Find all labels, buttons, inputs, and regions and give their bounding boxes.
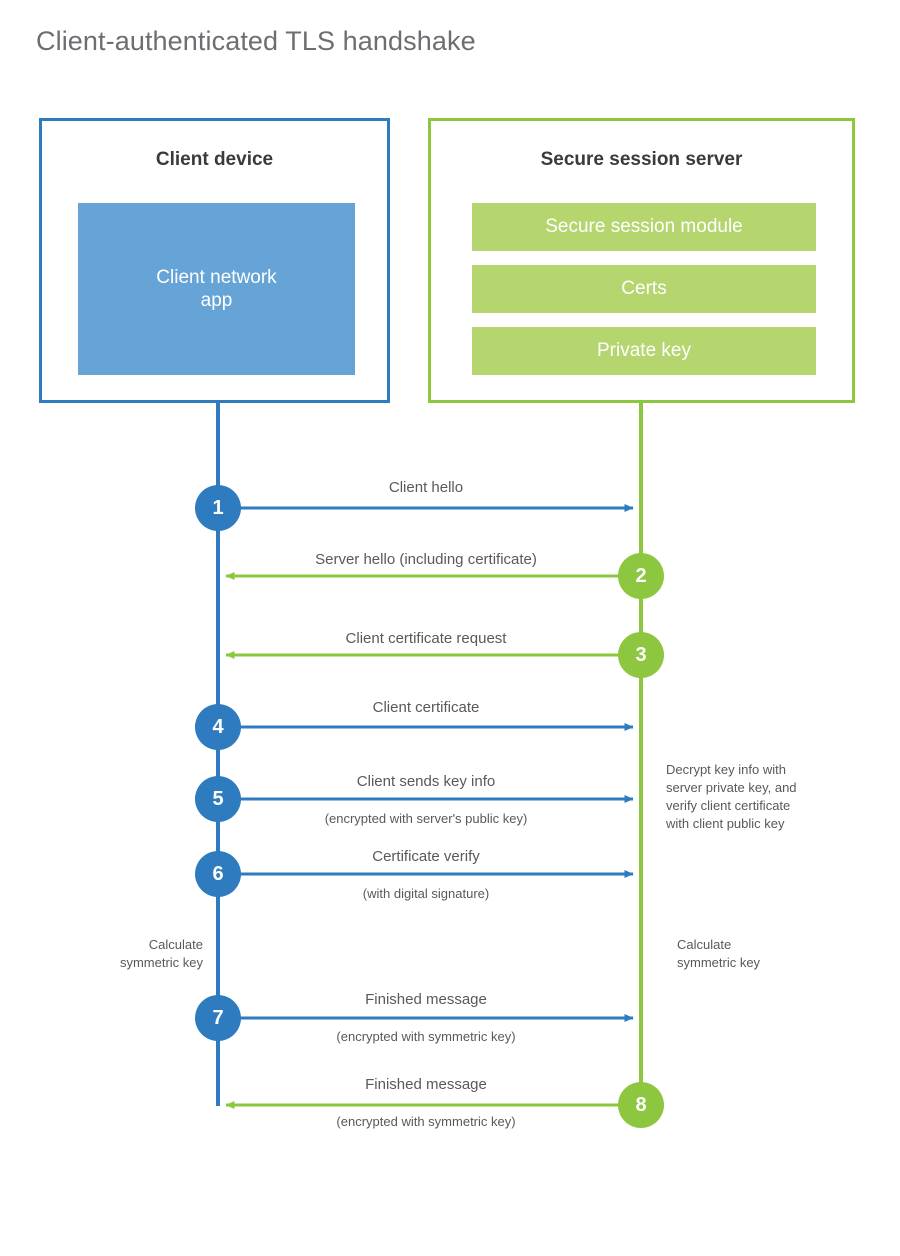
message-label-7: Finished message [365,991,487,1008]
step-marker-4[interactable]: 4 [195,704,241,750]
step-number: 2 [635,565,647,587]
message-sublabel-8: (encrypted with symmetric key) [336,1114,516,1129]
message-label-2: Server hello (including certificate) [315,551,537,568]
message-sublabel-7: (encrypted with symmetric key) [336,1029,516,1044]
message-label-6: Certificate verify [372,848,480,865]
step-number: 8 [635,1094,647,1116]
server-module-block-certs: Certs [472,265,816,313]
step-number: 7 [212,1007,224,1029]
secure-session-server-title: Secure session server [540,149,743,170]
message-label-8: Finished message [365,1076,487,1093]
step-number: 4 [212,716,224,738]
step-marker-7[interactable]: 7 [195,995,241,1041]
server-module-label: Private key [597,340,691,362]
step-marker-8[interactable]: 8 [618,1082,664,1128]
page-title: Client-authenticated TLS handshake [36,26,476,56]
step-marker-6[interactable]: 6 [195,851,241,897]
server-module-block-private-key: Private key [472,327,816,375]
step-number: 1 [212,497,224,519]
step-number: 3 [635,644,647,666]
message-label-4: Client certificate [372,699,480,716]
step-number: 5 [212,788,224,810]
step-marker-2[interactable]: 2 [618,553,664,599]
step-marker-3[interactable]: 3 [618,632,664,678]
step-marker-5[interactable]: 5 [195,776,241,822]
message-label-1: Client hello [388,479,464,496]
secure-session-server-box: Secure session server Secure session mod… [428,118,855,403]
client-device-title: Client device [155,149,274,170]
message-sublabel-6: (with digital signature) [362,886,490,901]
server-module-label: Secure session module [545,216,743,238]
server-module-block-secure-session-module: Secure session module [472,203,816,251]
step-marker-1[interactable]: 1 [195,485,241,531]
message-sublabel-5: (encrypted with server's public key) [324,811,528,826]
server-module-label: Certs [621,278,667,300]
message-label-3: Client certificate request [345,630,507,647]
step-number: 6 [212,863,224,885]
message-label-5: Client sends key info [356,773,496,790]
